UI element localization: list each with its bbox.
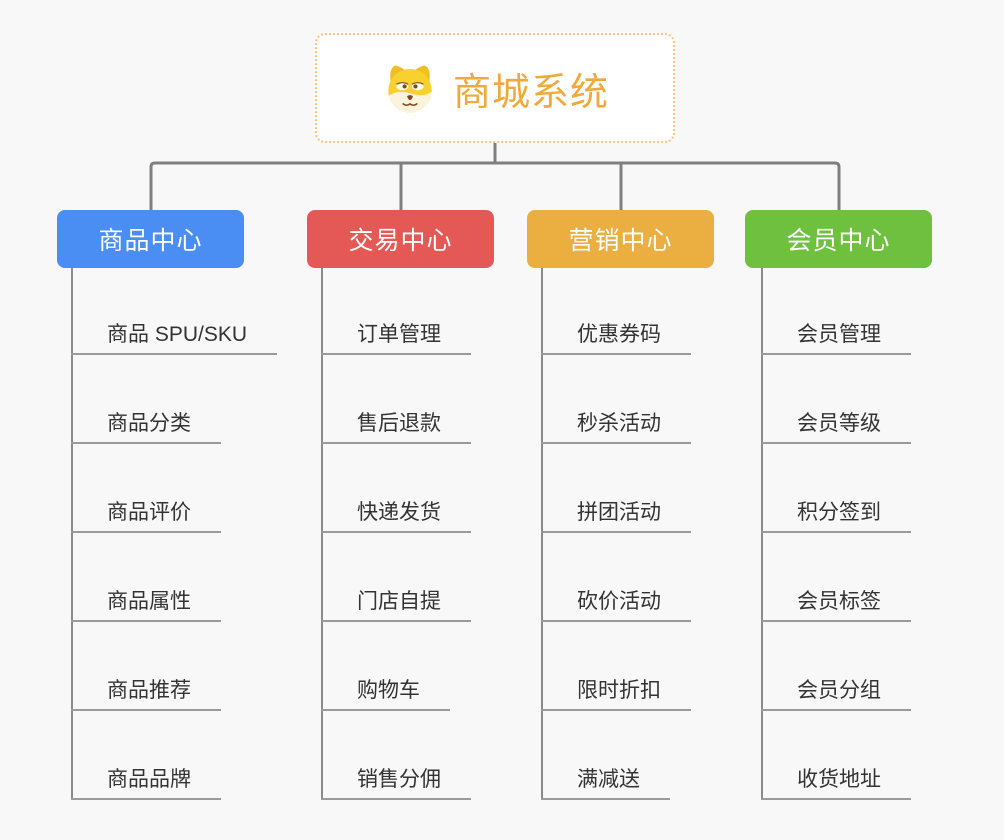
branch-header[interactable]: 交易中心 bbox=[307, 210, 494, 268]
sub-item[interactable]: 秒杀活动 bbox=[541, 410, 691, 444]
doge-face-icon bbox=[381, 62, 439, 114]
sub-item[interactable]: 积分签到 bbox=[761, 499, 911, 533]
branch-header[interactable]: 会员中心 bbox=[745, 210, 932, 268]
sub-item[interactable]: 售后退款 bbox=[321, 410, 471, 444]
sub-item[interactable]: 限时折扣 bbox=[541, 677, 691, 711]
branch-header[interactable]: 商品中心 bbox=[57, 210, 244, 268]
sub-item[interactable]: 门店自提 bbox=[321, 588, 471, 622]
sub-item[interactable]: 商品推荐 bbox=[71, 677, 221, 711]
branch-label: 交易中心 bbox=[348, 227, 453, 255]
branch-label: 营销中心 bbox=[568, 227, 673, 255]
sub-item[interactable]: 砍价活动 bbox=[541, 588, 691, 622]
sub-item[interactable]: 会员等级 bbox=[761, 410, 911, 444]
sub-item[interactable]: 商品评价 bbox=[71, 499, 221, 533]
root-node[interactable]: 商城系统 bbox=[315, 33, 675, 143]
sub-item[interactable]: 销售分佣 bbox=[321, 766, 471, 800]
sub-item[interactable]: 会员标签 bbox=[761, 588, 911, 622]
sub-item[interactable]: 商品属性 bbox=[71, 588, 221, 622]
sub-item[interactable]: 拼团活动 bbox=[541, 499, 691, 533]
root-title: 商城系统 bbox=[452, 71, 609, 114]
sub-item[interactable]: 满减送 bbox=[541, 766, 670, 800]
branch-label: 商品中心 bbox=[98, 227, 203, 255]
sub-item[interactable]: 会员分组 bbox=[761, 677, 911, 711]
sub-item[interactable]: 商品品牌 bbox=[71, 766, 221, 800]
sub-item[interactable]: 快递发货 bbox=[321, 499, 471, 533]
sub-item[interactable]: 订单管理 bbox=[321, 321, 471, 355]
branch-header[interactable]: 营销中心 bbox=[527, 210, 714, 268]
sub-item[interactable]: 优惠券码 bbox=[541, 321, 691, 355]
sub-item[interactable]: 会员管理 bbox=[761, 321, 911, 355]
sub-item[interactable]: 商品 SPU/SKU bbox=[71, 321, 278, 355]
branch-label: 会员中心 bbox=[786, 227, 891, 255]
sub-item[interactable]: 购物车 bbox=[321, 677, 450, 711]
sub-item[interactable]: 收货地址 bbox=[761, 766, 911, 800]
sub-item[interactable]: 商品分类 bbox=[71, 410, 221, 444]
